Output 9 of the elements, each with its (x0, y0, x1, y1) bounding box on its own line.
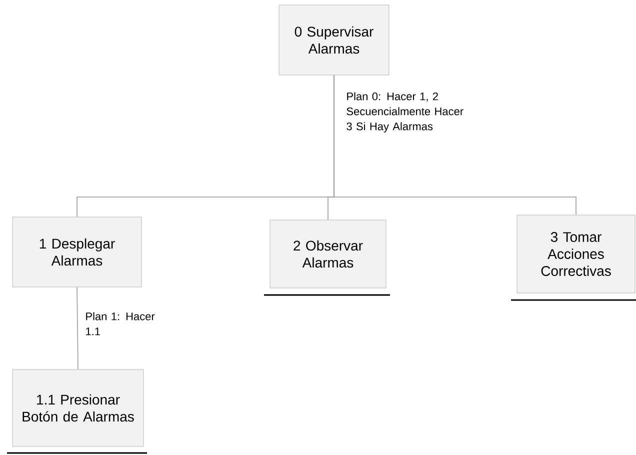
task-box: 3 Tomar Acciones Correctivas (516, 214, 636, 294)
connector-line (334, 74, 576, 216)
plan-text: Plan 1: Hacer 1.1 (86, 312, 155, 336)
connector-line (76, 286, 78, 370)
task-box: 1.1 Presionar Botón de Alarmas (12, 369, 144, 447)
task-box: 1 Desplegar Alarmas (12, 216, 142, 288)
plan-text: Plan 0: Hacer 1, 2 Secuencialmente Hacer 3 Si Hay Alarmas (346, 92, 464, 132)
task-box: 0 Supervisar Alarmas (278, 4, 390, 76)
task-box: 2 Observar Alarmas (270, 220, 386, 288)
